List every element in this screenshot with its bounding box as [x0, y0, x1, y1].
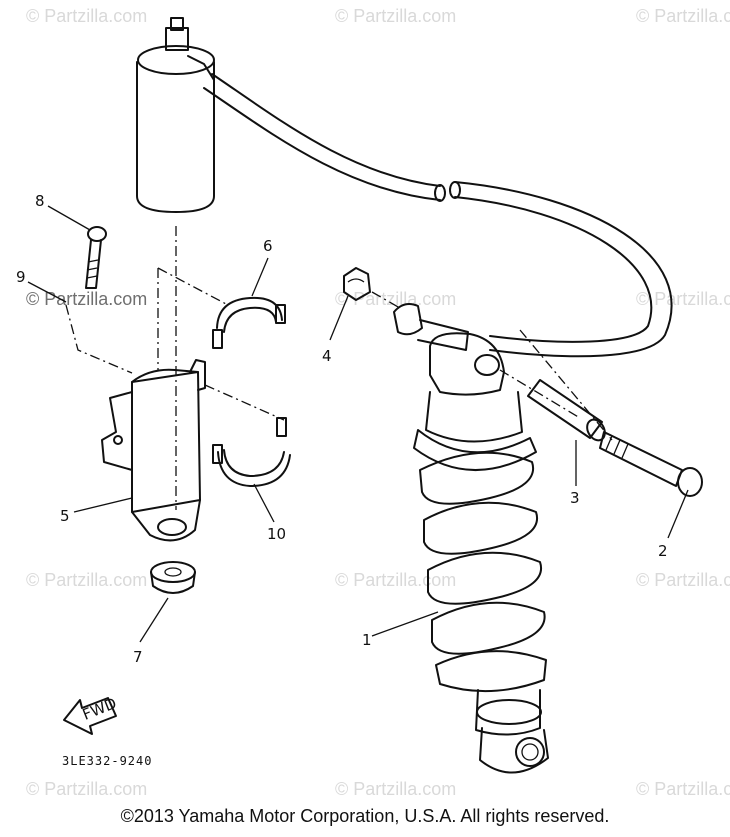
watermark: © Partzilla.com	[335, 6, 456, 26]
reservoir-hose	[203, 73, 673, 358]
rear-shock-absorber-1	[393, 303, 549, 774]
callout-3: 3	[570, 489, 580, 507]
callout-6: 6	[263, 237, 273, 255]
grommet-7	[150, 561, 196, 594]
watermark: © Partzilla.com	[335, 779, 456, 799]
leader-lines	[65, 226, 613, 510]
clamp-band-10	[212, 417, 291, 487]
callout-10: 10	[267, 525, 286, 543]
diagram-code: 3LE332-9240	[62, 754, 152, 768]
nut-4	[343, 267, 371, 301]
watermark: © Partzilla.com	[636, 6, 730, 26]
mounting-bolt-2	[599, 431, 703, 497]
watermark: © Partzilla.com	[335, 570, 456, 590]
watermark: © Partzilla.com	[636, 570, 730, 590]
watermark: © Partzilla.com	[26, 779, 147, 799]
callout-7: 7	[133, 648, 143, 666]
copyright-notice: ©2013 Yamaha Motor Corporation, U.S.A. A…	[120, 806, 610, 826]
callout-1: 1	[362, 631, 372, 649]
callout-9: 9	[16, 268, 26, 286]
watermark: © Partzilla.com	[636, 289, 730, 309]
clamp-band-6	[212, 296, 286, 349]
watermark: © Partzilla.com	[26, 289, 147, 309]
callout-8: 8	[35, 192, 45, 210]
reservoir-bracket-5	[101, 359, 206, 542]
bolt-8	[85, 226, 107, 289]
collar-3	[527, 379, 606, 442]
callout-5: 5	[60, 507, 70, 525]
callout-2: 2	[658, 542, 668, 560]
watermark: © Partzilla.com	[26, 6, 147, 26]
watermark: © Partzilla.com	[636, 779, 730, 799]
fwd-arrow-icon: FWD	[63, 694, 119, 735]
callout-4: 4	[322, 347, 332, 365]
watermark-layer: © Partzilla.com © Partzilla.com © Partzi…	[26, 6, 730, 799]
fwd-label: FWD	[80, 694, 119, 724]
watermark: © Partzilla.com	[26, 570, 147, 590]
callout-labels: 1 2 3 4 5 6 7 8 9 10	[16, 192, 689, 666]
shock-reservoir	[136, 17, 215, 213]
coil-spring	[419, 451, 547, 693]
